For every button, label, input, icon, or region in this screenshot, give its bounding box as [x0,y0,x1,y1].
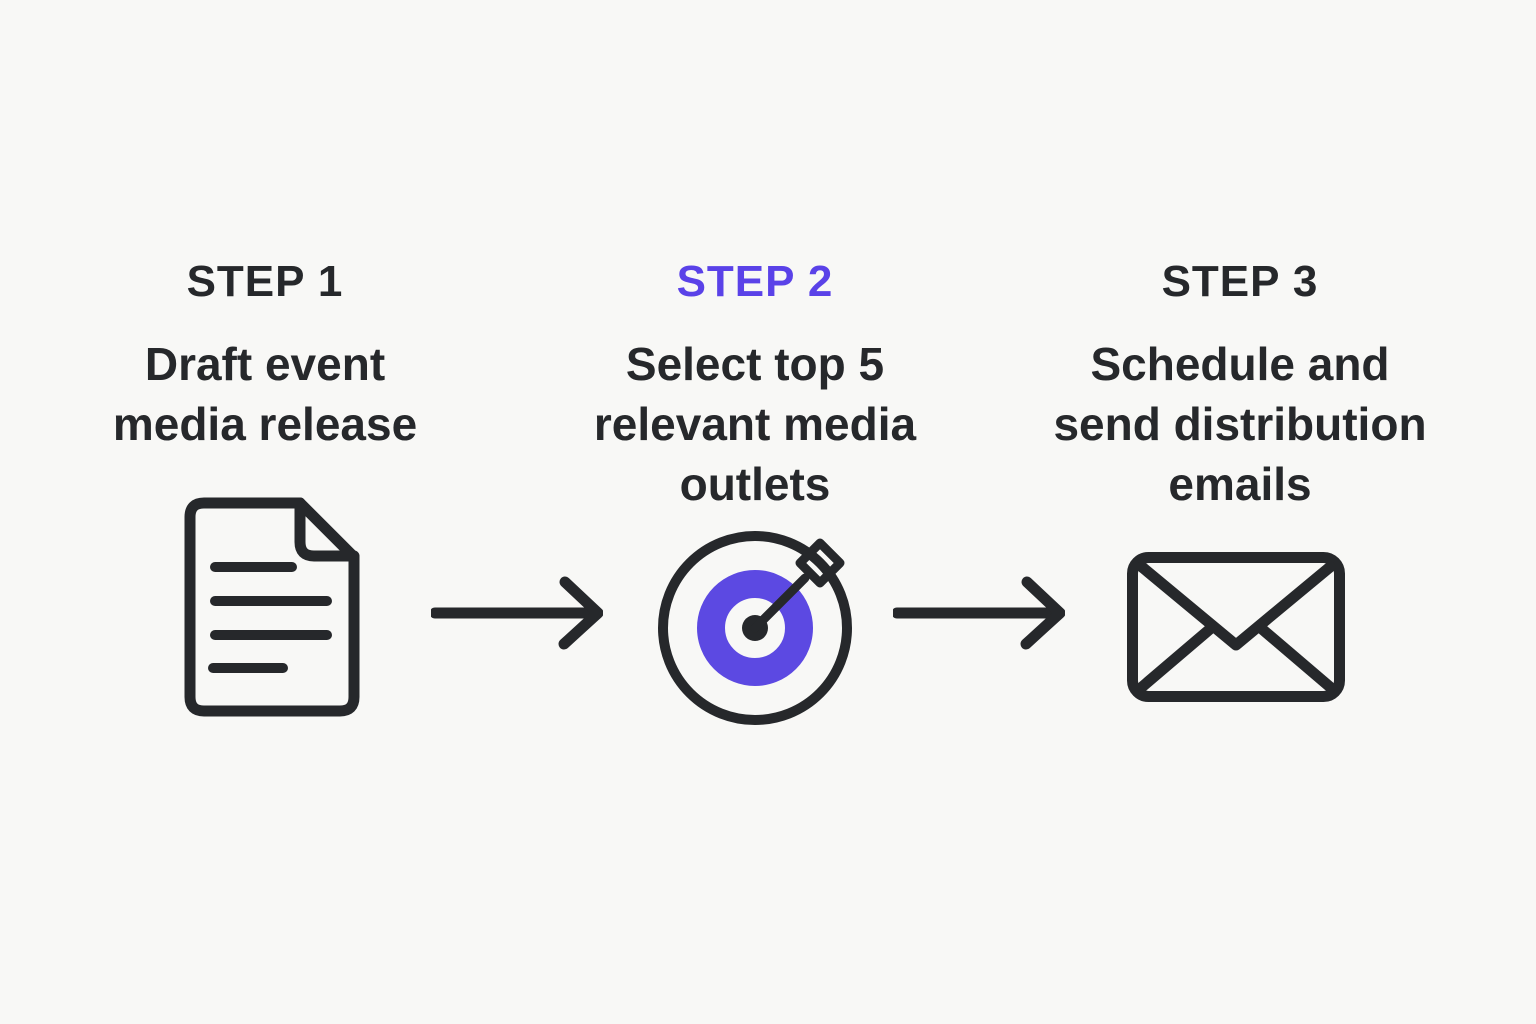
target-icon [658,531,852,725]
document-folded-corner [294,497,360,562]
step-2-title: Select top 5 relevant media outlets [593,338,917,510]
envelope-icon [1127,552,1345,702]
step-1-column: STEP 1 Draft event media release [25,258,505,454]
arrow-head [558,576,603,650]
arrow-head [1020,576,1065,650]
step-1-label: STEP 1 [186,257,344,306]
step-1-title: Draft event media release [112,338,418,450]
document-icon [184,497,360,717]
envelope-flap [1136,561,1336,651]
target-outer-circle [658,531,852,725]
step-2-column: STEP 2 Select top 5 relevant media outle… [515,258,995,514]
envelope-bottom-fold-right [1256,623,1336,693]
dart-fletching [795,538,845,588]
document-page-outline [184,497,360,717]
envelope-body [1127,552,1345,702]
arrow-right-icon [431,576,603,650]
dart-shaft [750,573,810,633]
target-purple-ring [697,570,813,686]
step-3-title: Schedule and send distribution emails [1053,338,1427,510]
envelope-bottom-fold-left [1136,623,1216,693]
step-2-label: STEP 2 [676,257,834,306]
arrow-right-icon [893,576,1065,650]
step-3-column: STEP 3 Schedule and send distribution em… [1000,258,1480,514]
step-3-label: STEP 3 [1161,257,1319,306]
